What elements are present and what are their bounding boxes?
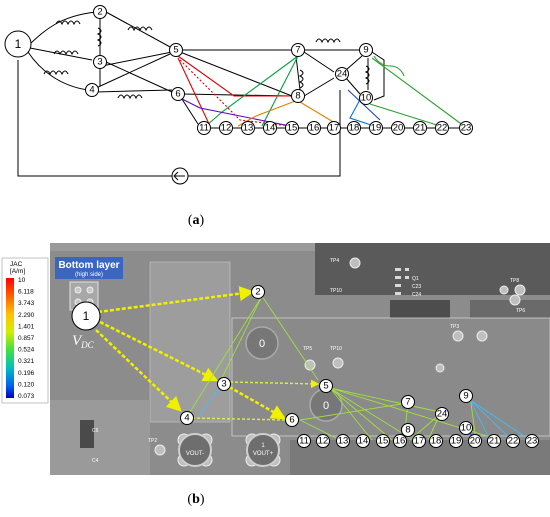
tp4-label: TP4: [330, 258, 339, 264]
node-label: 24: [437, 409, 448, 420]
node-label: 4: [89, 85, 94, 96]
layer-title: Bottom layer: [58, 260, 119, 271]
node-label: 8: [405, 425, 410, 436]
legend-value: 1.401: [18, 323, 35, 330]
node-label: 10: [461, 423, 472, 434]
caption-a: (a): [187, 213, 205, 228]
node-label: 19: [451, 436, 462, 447]
legend-value: 0.524: [18, 347, 35, 354]
layer-banner: [55, 257, 123, 279]
node-label: 1: [83, 309, 90, 323]
node-label: 13: [338, 436, 349, 447]
node-label: 17: [414, 436, 425, 447]
node-group-a: 1 2 3 4 5 6 7 8 9 10 11 12 13: [4, 5, 473, 135]
legend-value: 10: [18, 277, 26, 284]
mount-hole-label: 0: [323, 400, 329, 412]
node-label: 7: [405, 397, 410, 408]
legend-title: JAC: [10, 261, 23, 268]
node-label: 11: [299, 436, 309, 447]
node-label: 5: [323, 381, 328, 392]
legend-unit: [A/m]: [10, 268, 25, 275]
node-group-b: 1 2 3 4 5 6 7 8 9 10 11 12 13: [71, 285, 539, 448]
node-label: 20: [470, 436, 481, 447]
vout-plus-label: VOUT+: [253, 451, 274, 457]
node-label: 20: [393, 123, 404, 134]
node-label: 18: [431, 436, 442, 447]
node-label: 15: [287, 123, 298, 134]
node-label: 11: [199, 123, 209, 134]
node-label: 1: [15, 37, 22, 51]
mount-hole-label: 0: [259, 338, 265, 350]
current-source-arrow-icon: [173, 171, 185, 181]
node-label: 8: [295, 91, 300, 102]
legend-value: 3.743: [18, 300, 35, 307]
legend-value: 0.321: [18, 358, 35, 365]
node-label: 22: [437, 123, 448, 134]
node-label: 5: [173, 45, 178, 56]
legend-value: 0.120: [18, 381, 35, 388]
tp10-label: TP10: [330, 346, 342, 352]
pcb-current-map-b: CON1 0 0 VOUT- 1 VOUT+ TP4 TP10 TP8 TP6 …: [50, 243, 550, 475]
node-label: 12: [318, 436, 329, 447]
tp8-label: TP8: [510, 278, 519, 284]
node-label: 14: [358, 436, 369, 447]
node-label: 16: [395, 436, 406, 447]
c23-label: C23: [412, 284, 421, 290]
vout-minus-label: VOUT-: [186, 451, 204, 457]
c4-label: C4: [92, 458, 99, 464]
node-label: 22: [508, 436, 519, 447]
legend-value: 0.073: [18, 393, 35, 400]
node-label: 14: [265, 123, 276, 134]
node-label: 18: [349, 123, 360, 134]
legend-value: 6.118: [18, 289, 34, 296]
legend-value: 2.290: [18, 312, 35, 319]
node-label: 12: [221, 123, 232, 134]
node-label: 4: [184, 413, 189, 424]
color-legend: JAC [A/m] 10 6.118 3.743 2.290 1.401 0.857 0.5…: [1, 257, 49, 404]
node-label: 16: [309, 123, 320, 134]
layer-subtitle: (high side): [75, 272, 103, 278]
tp2-label: TP2: [148, 438, 157, 444]
q1-label: Q1: [412, 276, 419, 282]
tp5-label: TP5: [303, 346, 312, 352]
legend-color-bar: [6, 278, 14, 398]
circuit-graph-a: 1 2 3 4 5 6 7 8 9 10 11 12 13: [4, 5, 473, 185]
node-label: 6: [289, 415, 294, 426]
tp6-label: TP6: [516, 308, 525, 314]
tp10-label-top: TP10: [330, 288, 342, 294]
node-label: 3: [221, 379, 226, 390]
node-label: 17: [329, 123, 340, 134]
node-label: 23: [461, 123, 472, 134]
node-label: 2: [255, 287, 260, 298]
node-label: 21: [415, 123, 426, 134]
node-label: 23: [527, 436, 538, 447]
node-label: 9: [363, 45, 368, 56]
terminal-number-label: 1: [261, 443, 265, 449]
node-label: 6: [175, 89, 180, 100]
node-label: 2: [97, 7, 102, 18]
c6-label: C6: [92, 428, 99, 434]
node-label: 21: [489, 436, 500, 447]
node-label: 7: [295, 45, 300, 56]
tp3-label: TP3: [450, 324, 459, 330]
node-label: 24: [337, 69, 348, 80]
caption-b: (b): [187, 492, 205, 507]
legend-value: 0.196: [18, 370, 35, 377]
node-label: 15: [378, 436, 389, 447]
c24-label: C24: [412, 292, 421, 298]
node-label: 9: [463, 391, 468, 402]
vdc-label: VDC: [72, 333, 95, 350]
node-label: 13: [243, 123, 254, 134]
node-label: 3: [97, 57, 102, 68]
legend-value: 0.857: [18, 335, 35, 342]
node-label: 10: [361, 93, 372, 104]
source-loop-wire: [17, 60, 341, 177]
node-label: 19: [371, 123, 382, 134]
